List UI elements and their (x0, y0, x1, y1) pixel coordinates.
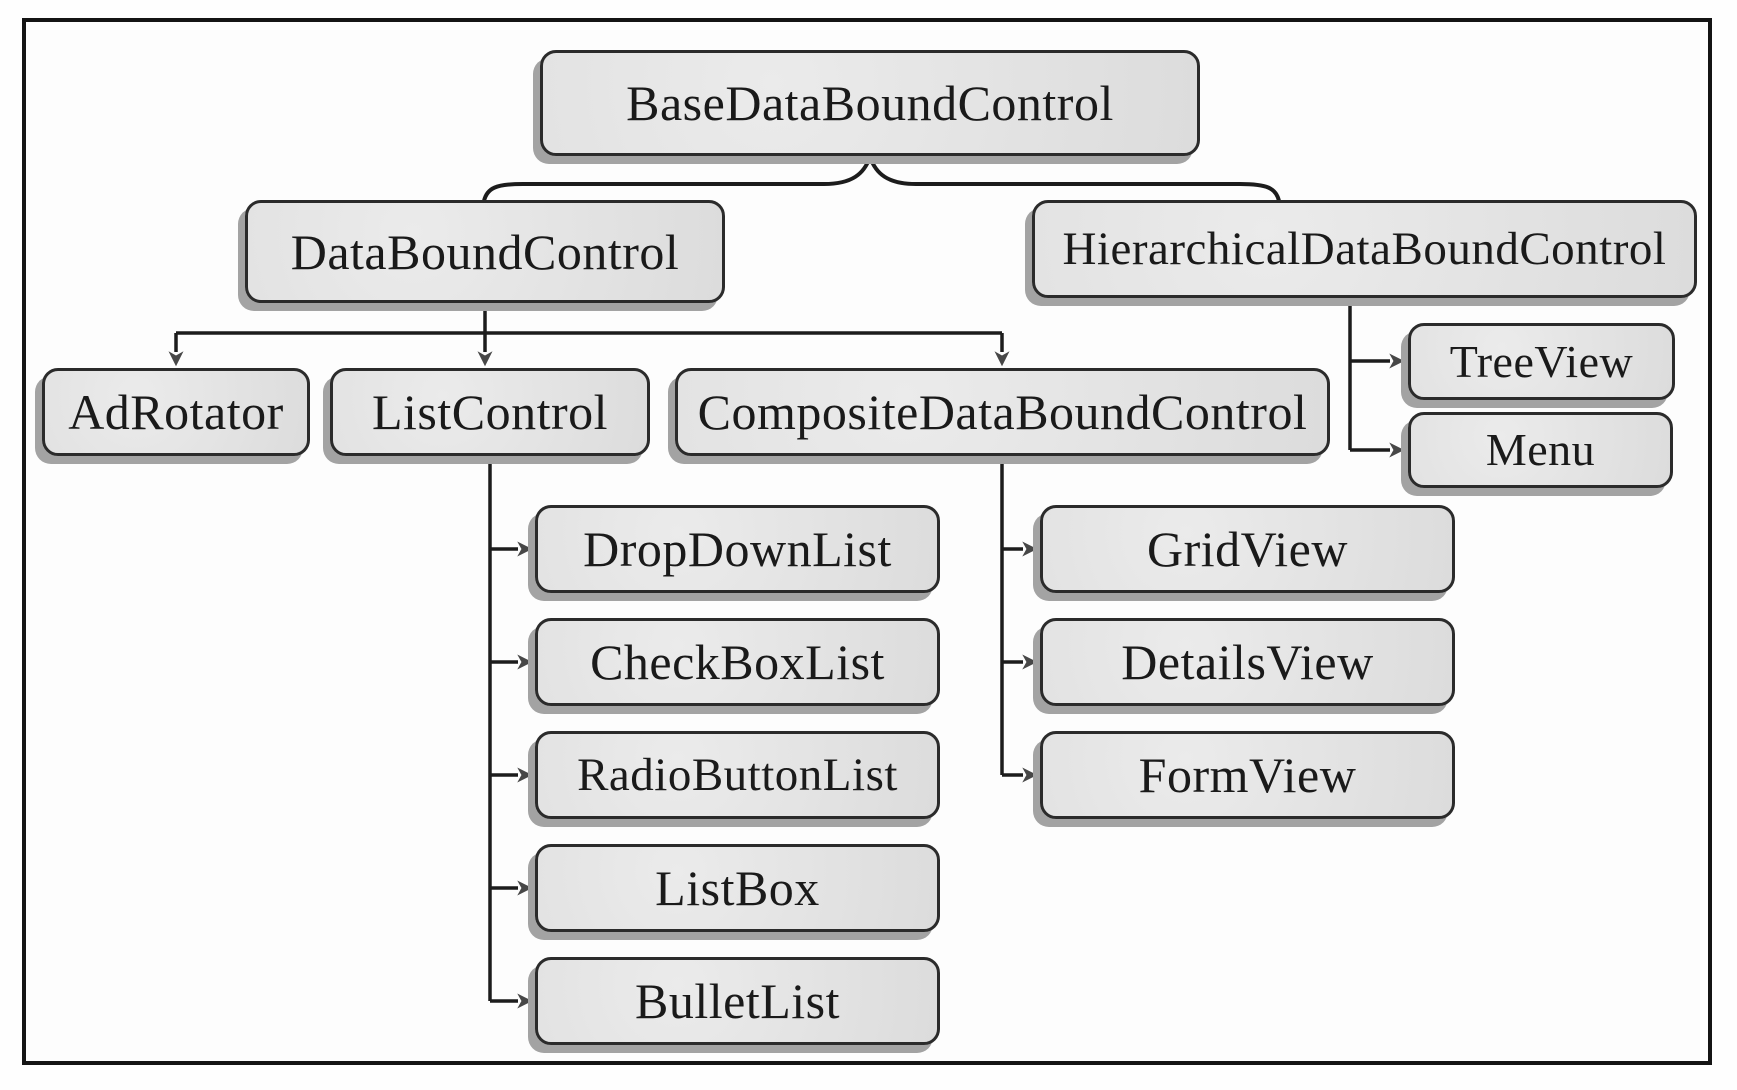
node-hierarchicaldataboundcontrol: HierarchicalDataBoundControl (1032, 200, 1697, 298)
node-menu: Menu (1408, 412, 1673, 488)
node-dropdownlist: DropDownList (535, 505, 940, 593)
node-treeview: TreeView (1408, 323, 1675, 400)
node-listcontrol: ListControl (330, 368, 650, 456)
node-databoundcontrol: DataBoundControl (245, 200, 725, 303)
node-listbox: ListBox (535, 844, 940, 932)
node-gridview: GridView (1040, 505, 1455, 593)
node-detailsview: DetailsView (1040, 618, 1455, 706)
node-formview: FormView (1040, 731, 1455, 819)
node-compositedataboundcontrol: CompositeDataBoundControl (675, 368, 1330, 456)
node-basedataboundcontrol: BaseDataBoundControl (540, 50, 1200, 156)
node-adrotator: AdRotator (42, 368, 310, 456)
node-bulletlist: BulletList (535, 957, 940, 1045)
node-checkboxlist: CheckBoxList (535, 618, 940, 706)
node-radiobuttonlist: RadioButtonList (535, 731, 940, 819)
